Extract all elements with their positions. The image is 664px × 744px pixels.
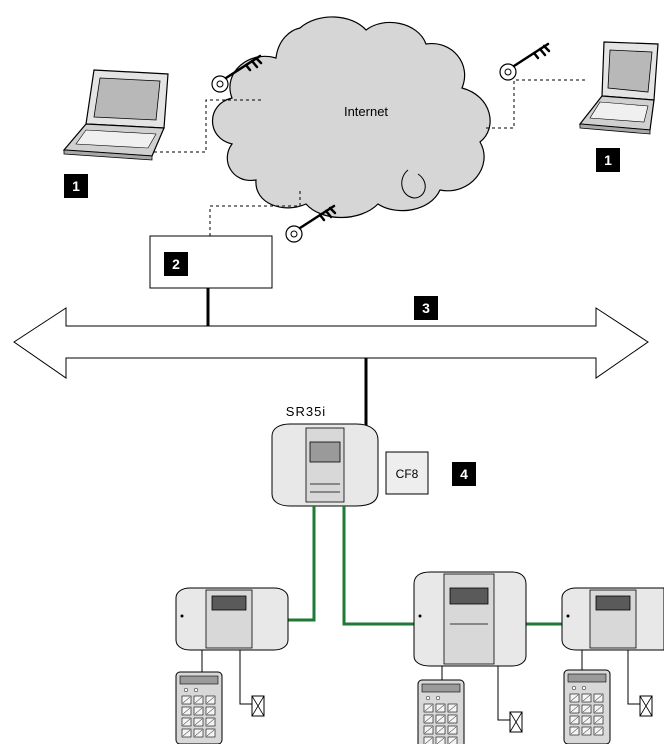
keypad-right-icon [563,669,611,744]
svg-text:1: 1 [604,152,612,168]
door-contact-middle-icon [509,711,523,733]
cf8-module-box [385,451,429,495]
field-device-right [561,587,664,651]
marker-laptop-left: 1 [64,174,88,198]
dashed-links [148,79,586,236]
keypad-middle-icon [417,679,465,744]
field-bus-lines [288,506,562,626]
keypad-key [423,736,434,744]
door-contact-left-icon [251,695,265,717]
svg-text:3: 3 [422,300,430,316]
keypad-key [447,736,458,744]
svg-text:2: 2 [172,256,180,272]
marker-router: 2 [164,252,188,276]
peripheral-cables [201,650,640,721]
svg-text:4: 4 [460,466,468,482]
keypad-key [435,736,446,744]
laptop-left-icon [62,69,169,161]
network-bus-arrow [13,307,649,379]
marker-module: 4 [452,462,476,486]
field-device-middle [413,571,527,667]
controller-label: SR35i [286,404,326,419]
marker-laptop-right: 1 [596,148,620,172]
controller-unit [271,423,379,507]
door-contact-right-icon [639,695,653,717]
cf8-module-label: CF8 [396,467,419,481]
keypad-left-icon [175,671,223,744]
field-device-left [175,587,289,651]
laptop-right-icon [578,41,659,135]
internet-cloud [211,16,491,219]
marker-bus: 3 [414,296,438,320]
internet-label: Internet [344,104,388,119]
key-icon [499,42,551,81]
key-icon [211,54,263,93]
key-icon [285,204,337,243]
svg-text:1: 1 [72,178,80,194]
